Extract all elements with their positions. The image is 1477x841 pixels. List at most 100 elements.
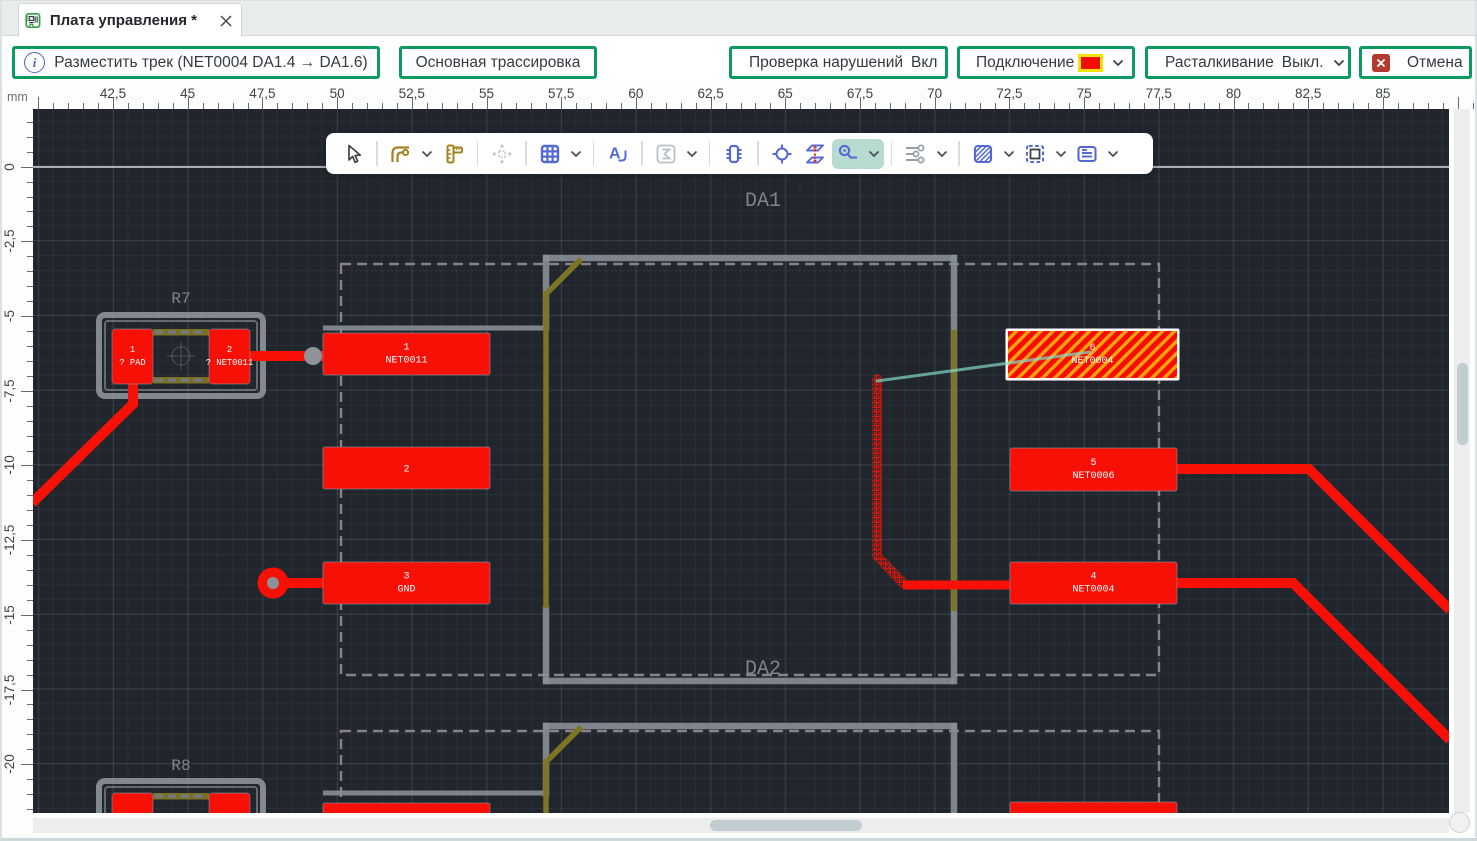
ruler-tick: [1382, 97, 1384, 109]
formula-icon: [656, 144, 676, 163]
scroll-corner-button[interactable]: [1449, 812, 1470, 833]
violation-check-label: Проверка нарушений: [749, 53, 904, 71]
trace-lens-button[interactable]: [832, 139, 865, 169]
component-button[interactable]: [717, 139, 750, 169]
ruler-tick: [1084, 97, 1086, 109]
net-filter-button[interactable]: [899, 139, 932, 169]
ruler-label: 42,5: [99, 86, 127, 101]
route-track-button[interactable]: [385, 139, 418, 169]
fill-region-chevron-icon[interactable]: [1000, 139, 1019, 169]
ruler-label: 70: [927, 86, 943, 101]
layer-flip-group: [799, 139, 832, 169]
ruler-tick: [1427, 103, 1429, 109]
net-filter-chevron-icon[interactable]: [932, 139, 951, 169]
ruler-tick: [21, 465, 33, 467]
ruler-tick: [531, 103, 533, 109]
ruler-label: 0: [2, 162, 17, 171]
ruler-tick: [157, 103, 159, 109]
ruler-tick: [27, 719, 33, 721]
ruler-tick: [27, 286, 33, 288]
connection-dropdown[interactable]: Подключение: [957, 46, 1135, 79]
fill-region-button[interactable]: [967, 139, 1000, 169]
violation-check-value: Вкл: [911, 53, 938, 71]
ruler-label: 55: [478, 86, 495, 101]
ruler-label: 62,5: [697, 86, 724, 101]
place-track-button[interactable]: i Разместить трек (NET0004 DA1.4 → DA1.6…: [12, 46, 380, 79]
pushing-dropdown[interactable]: Расталкивание Выкл.: [1145, 46, 1351, 79]
ruler-label: 77,5: [1145, 86, 1172, 101]
formula-chevron-icon[interactable]: [683, 139, 702, 169]
measure-ruler-button[interactable]: [437, 139, 470, 169]
layer-flip-icon: [806, 144, 824, 163]
net-filter-icon: [905, 144, 924, 163]
pad-R7-2[interactable]: [208, 328, 251, 385]
tab-close-icon[interactable]: [219, 13, 233, 28]
grid-chevron-icon[interactable]: [567, 139, 586, 169]
ruler-tick: [546, 103, 548, 109]
text-label-button[interactable]: A: [601, 139, 634, 169]
selection-frame-icon: [1026, 144, 1044, 163]
ruler-label: 45: [180, 86, 196, 101]
horizontal-scroll-thumb[interactable]: [710, 820, 862, 831]
pad-R8[interactable]: [208, 792, 251, 813]
copper-track[interactable]: [33, 381, 138, 507]
vertical-ruler: 0-2,5-5-7,5-10-12,5-15-17,5-20: [0, 109, 33, 841]
ruler-tick: [1099, 103, 1100, 109]
pad-DA1-5-number: 5: [1090, 458, 1096, 469]
route-track-chevron-icon[interactable]: [418, 139, 437, 169]
select-cursor-button[interactable]: [336, 139, 369, 169]
ruler-tick: [27, 375, 33, 377]
panel-view-button[interactable]: [1071, 139, 1104, 169]
vertical-scrollbar[interactable]: [1454, 109, 1470, 813]
ruler-tick: [1143, 103, 1145, 109]
pad-DA1-2[interactable]: [322, 446, 491, 490]
layer-flip-button[interactable]: [799, 139, 832, 169]
cancel-button[interactable]: Отмена: [1359, 46, 1472, 79]
grid-button[interactable]: [534, 139, 567, 169]
formula-button[interactable]: [650, 139, 683, 169]
pad-DA2[interactable]: [1009, 801, 1178, 813]
component-origin-icon: [167, 342, 195, 370]
panel-view-chevron-icon[interactable]: [1104, 139, 1123, 169]
ruler-tick: [292, 103, 294, 109]
pad-DA1-6-target[interactable]: [1008, 331, 1177, 378]
pad-R7-1-net: ? PAD: [119, 358, 145, 368]
move-button[interactable]: [485, 139, 518, 169]
ruler-tick: [635, 97, 637, 109]
selection-frame-chevron-icon[interactable]: [1052, 139, 1071, 169]
horizontal-scrollbar[interactable]: [33, 818, 1449, 833]
pad-DA1-5[interactable]: [1009, 447, 1178, 492]
pad-R8[interactable]: [111, 792, 154, 813]
trace-lens-chevron-icon[interactable]: [865, 139, 884, 169]
ruler-label: 50: [329, 86, 345, 101]
ruler-tick: [1114, 103, 1115, 109]
ruler-tick: [471, 103, 473, 109]
ruler-tick: [202, 103, 204, 109]
pad-R7-1[interactable]: [111, 328, 154, 385]
selection-frame-button[interactable]: [1019, 139, 1052, 169]
ruler-label: 67,5: [846, 86, 874, 101]
violation-check-button[interactable]: Проверка нарушений Вкл: [729, 46, 948, 79]
ruler-tick: [27, 510, 33, 512]
ruler-tick: [27, 644, 33, 646]
text-label-icon: A: [609, 145, 626, 162]
ruler-tick: [785, 97, 787, 109]
origin-crosshair-button[interactable]: [766, 139, 799, 169]
ruler-tick: [113, 97, 114, 109]
ruler-tick: [1457, 97, 1459, 109]
chevron-down-icon: [1113, 59, 1124, 66]
copper-track[interactable]: [1174, 578, 1449, 744]
ruler-label: -2,5: [2, 229, 17, 253]
pad-DA1-1[interactable]: [322, 332, 491, 376]
ruler-tick: [262, 97, 264, 109]
pad-DA2[interactable]: [322, 802, 491, 813]
pad-DA1-3[interactable]: [322, 561, 491, 605]
ruler-tick: [367, 103, 368, 109]
pad-DA1-4[interactable]: [1009, 561, 1178, 605]
copper-track[interactable]: [1174, 464, 1449, 614]
ruler-tick: [27, 629, 33, 631]
tab-board[interactable]: Плата управления *: [18, 3, 242, 37]
main-routing-button[interactable]: Основная трассировка: [399, 46, 597, 79]
vertical-scroll-thumb[interactable]: [1456, 363, 1468, 445]
